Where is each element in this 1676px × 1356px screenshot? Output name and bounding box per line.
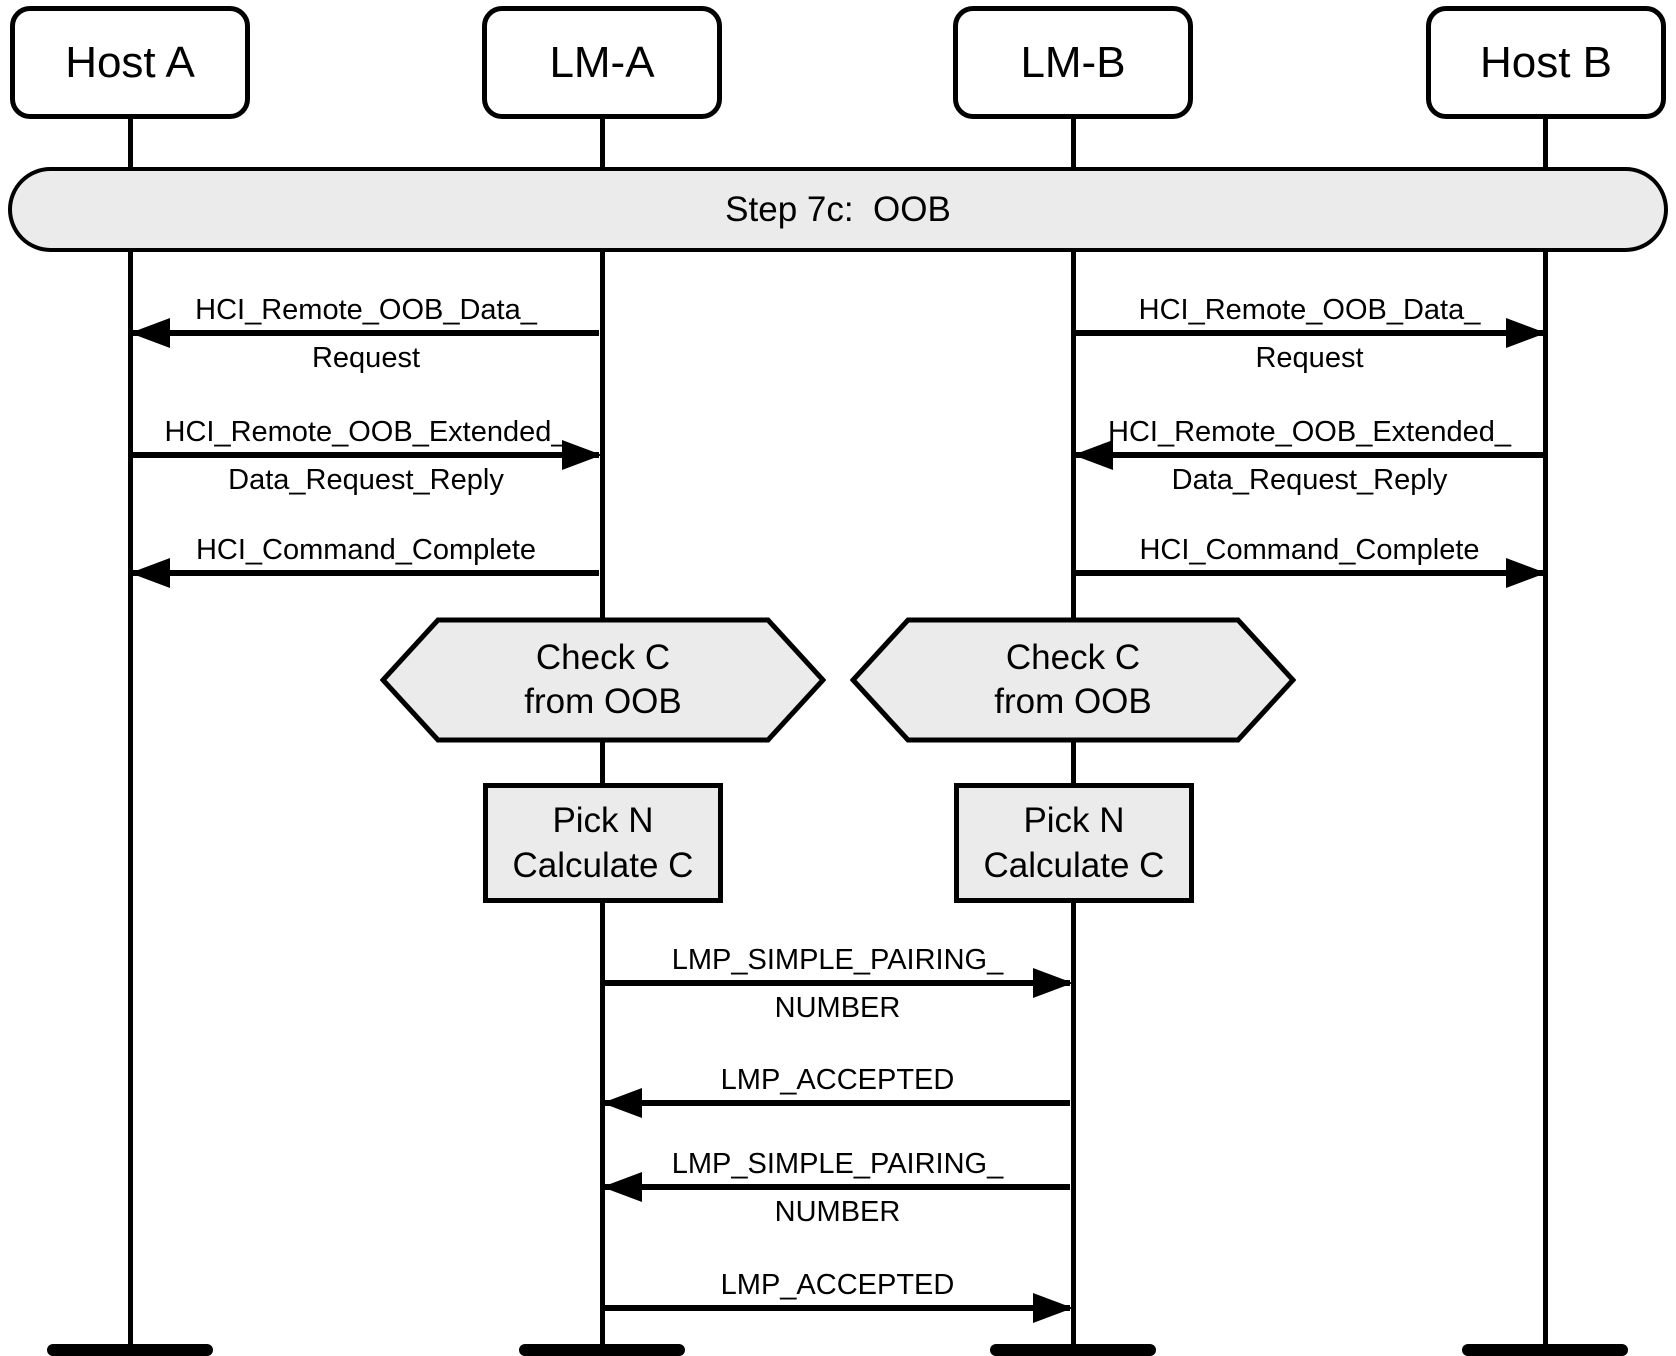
- arrow-shaft: [605, 980, 1070, 986]
- message-label: HCI_Command_Complete: [195, 534, 537, 566]
- arrow-shaft: [133, 452, 599, 458]
- process-label: from OOB: [524, 682, 682, 721]
- message-label: LMP_ACCEPTED: [720, 1269, 955, 1301]
- step-banner: Step 7c: OOB: [8, 167, 1668, 252]
- arrow-shaft: [1076, 330, 1543, 336]
- message-label: Data_Request_Reply: [1171, 464, 1448, 496]
- arrowhead-left-icon: [130, 318, 170, 348]
- lifeline-terminator-host-b: [1462, 1344, 1628, 1356]
- arrow-shaft: [133, 570, 599, 576]
- arrowhead-left-icon: [1073, 440, 1113, 470]
- actor-label: LM-A: [549, 37, 655, 87]
- actor-box-host-a: Host A: [10, 6, 250, 119]
- arrowhead-left-icon: [602, 1172, 642, 1202]
- arrow-shaft: [605, 1305, 1070, 1311]
- process-label: from OOB: [994, 682, 1152, 721]
- message-label: HCI_Remote_OOB_Extended_: [1108, 416, 1511, 448]
- lifeline-host-a: [128, 114, 133, 1351]
- arrow-shaft: [133, 330, 599, 336]
- arrowhead-right-icon: [1033, 1293, 1073, 1323]
- step-banner-label: Step 7c: OOB: [725, 189, 951, 229]
- process-label: Calculate C: [983, 846, 1165, 885]
- hexagon-shape: [380, 617, 826, 743]
- process-hexagon-check-c-lm-a: Check C from OOB: [380, 617, 826, 743]
- message-label: HCI_Command_Complete: [1139, 534, 1480, 566]
- arrow-shaft: [605, 1184, 1070, 1190]
- actor-box-lm-a: LM-A: [482, 6, 722, 119]
- actor-label: LM-B: [1020, 37, 1126, 87]
- process-label: Pick N: [552, 801, 654, 840]
- message-label: HCI_Remote_OOB_Data_: [195, 294, 537, 326]
- process-label: Calculate C: [512, 846, 694, 885]
- process-label: Check C: [1005, 638, 1141, 677]
- lifeline-terminator-host-a: [47, 1344, 213, 1356]
- process-label: Check C: [535, 638, 671, 677]
- arrowhead-right-icon: [1506, 558, 1546, 588]
- message-label: LMP_SIMPLE_PAIRING_: [671, 944, 1004, 976]
- process-box-pick-n-lm-a: Pick N Calculate C: [483, 783, 723, 903]
- lifeline-terminator-lm-b: [990, 1344, 1156, 1356]
- actor-box-lm-b: LM-B: [953, 6, 1193, 119]
- process-hexagon-check-c-lm-b: Check C from OOB: [850, 617, 1296, 743]
- message-label: HCI_Remote_OOB_Extended_: [164, 416, 568, 448]
- lifeline-host-b: [1543, 114, 1548, 1351]
- arrowhead-right-icon: [1033, 968, 1073, 998]
- arrowhead-right-icon: [562, 440, 602, 470]
- arrowhead-right-icon: [1506, 318, 1546, 348]
- arrowhead-left-icon: [602, 1088, 642, 1118]
- message-label: Request: [311, 342, 420, 374]
- arrow-shaft: [1076, 452, 1543, 458]
- message-label: Request: [1255, 342, 1364, 374]
- process-box-pick-n-lm-b: Pick N Calculate C: [954, 783, 1194, 903]
- arrow-shaft: [1076, 570, 1543, 576]
- message-label: Data_Request_Reply: [228, 464, 504, 496]
- message-label: NUMBER: [774, 1196, 901, 1228]
- message-label: HCI_Remote_OOB_Data_: [1138, 294, 1481, 326]
- lifeline-terminator-lm-a: [519, 1344, 685, 1356]
- actor-box-host-b: Host B: [1426, 6, 1666, 119]
- hexagon-shape: [850, 617, 1296, 743]
- message-label: LMP_SIMPLE_PAIRING_: [671, 1148, 1004, 1180]
- arrowhead-left-icon: [130, 558, 170, 588]
- message-label: LMP_ACCEPTED: [720, 1064, 955, 1096]
- actor-label: Host A: [65, 37, 195, 87]
- actor-label: Host B: [1479, 37, 1613, 87]
- arrow-shaft: [605, 1100, 1070, 1106]
- process-label: Pick N: [1023, 801, 1125, 840]
- message-label: NUMBER: [774, 992, 901, 1024]
